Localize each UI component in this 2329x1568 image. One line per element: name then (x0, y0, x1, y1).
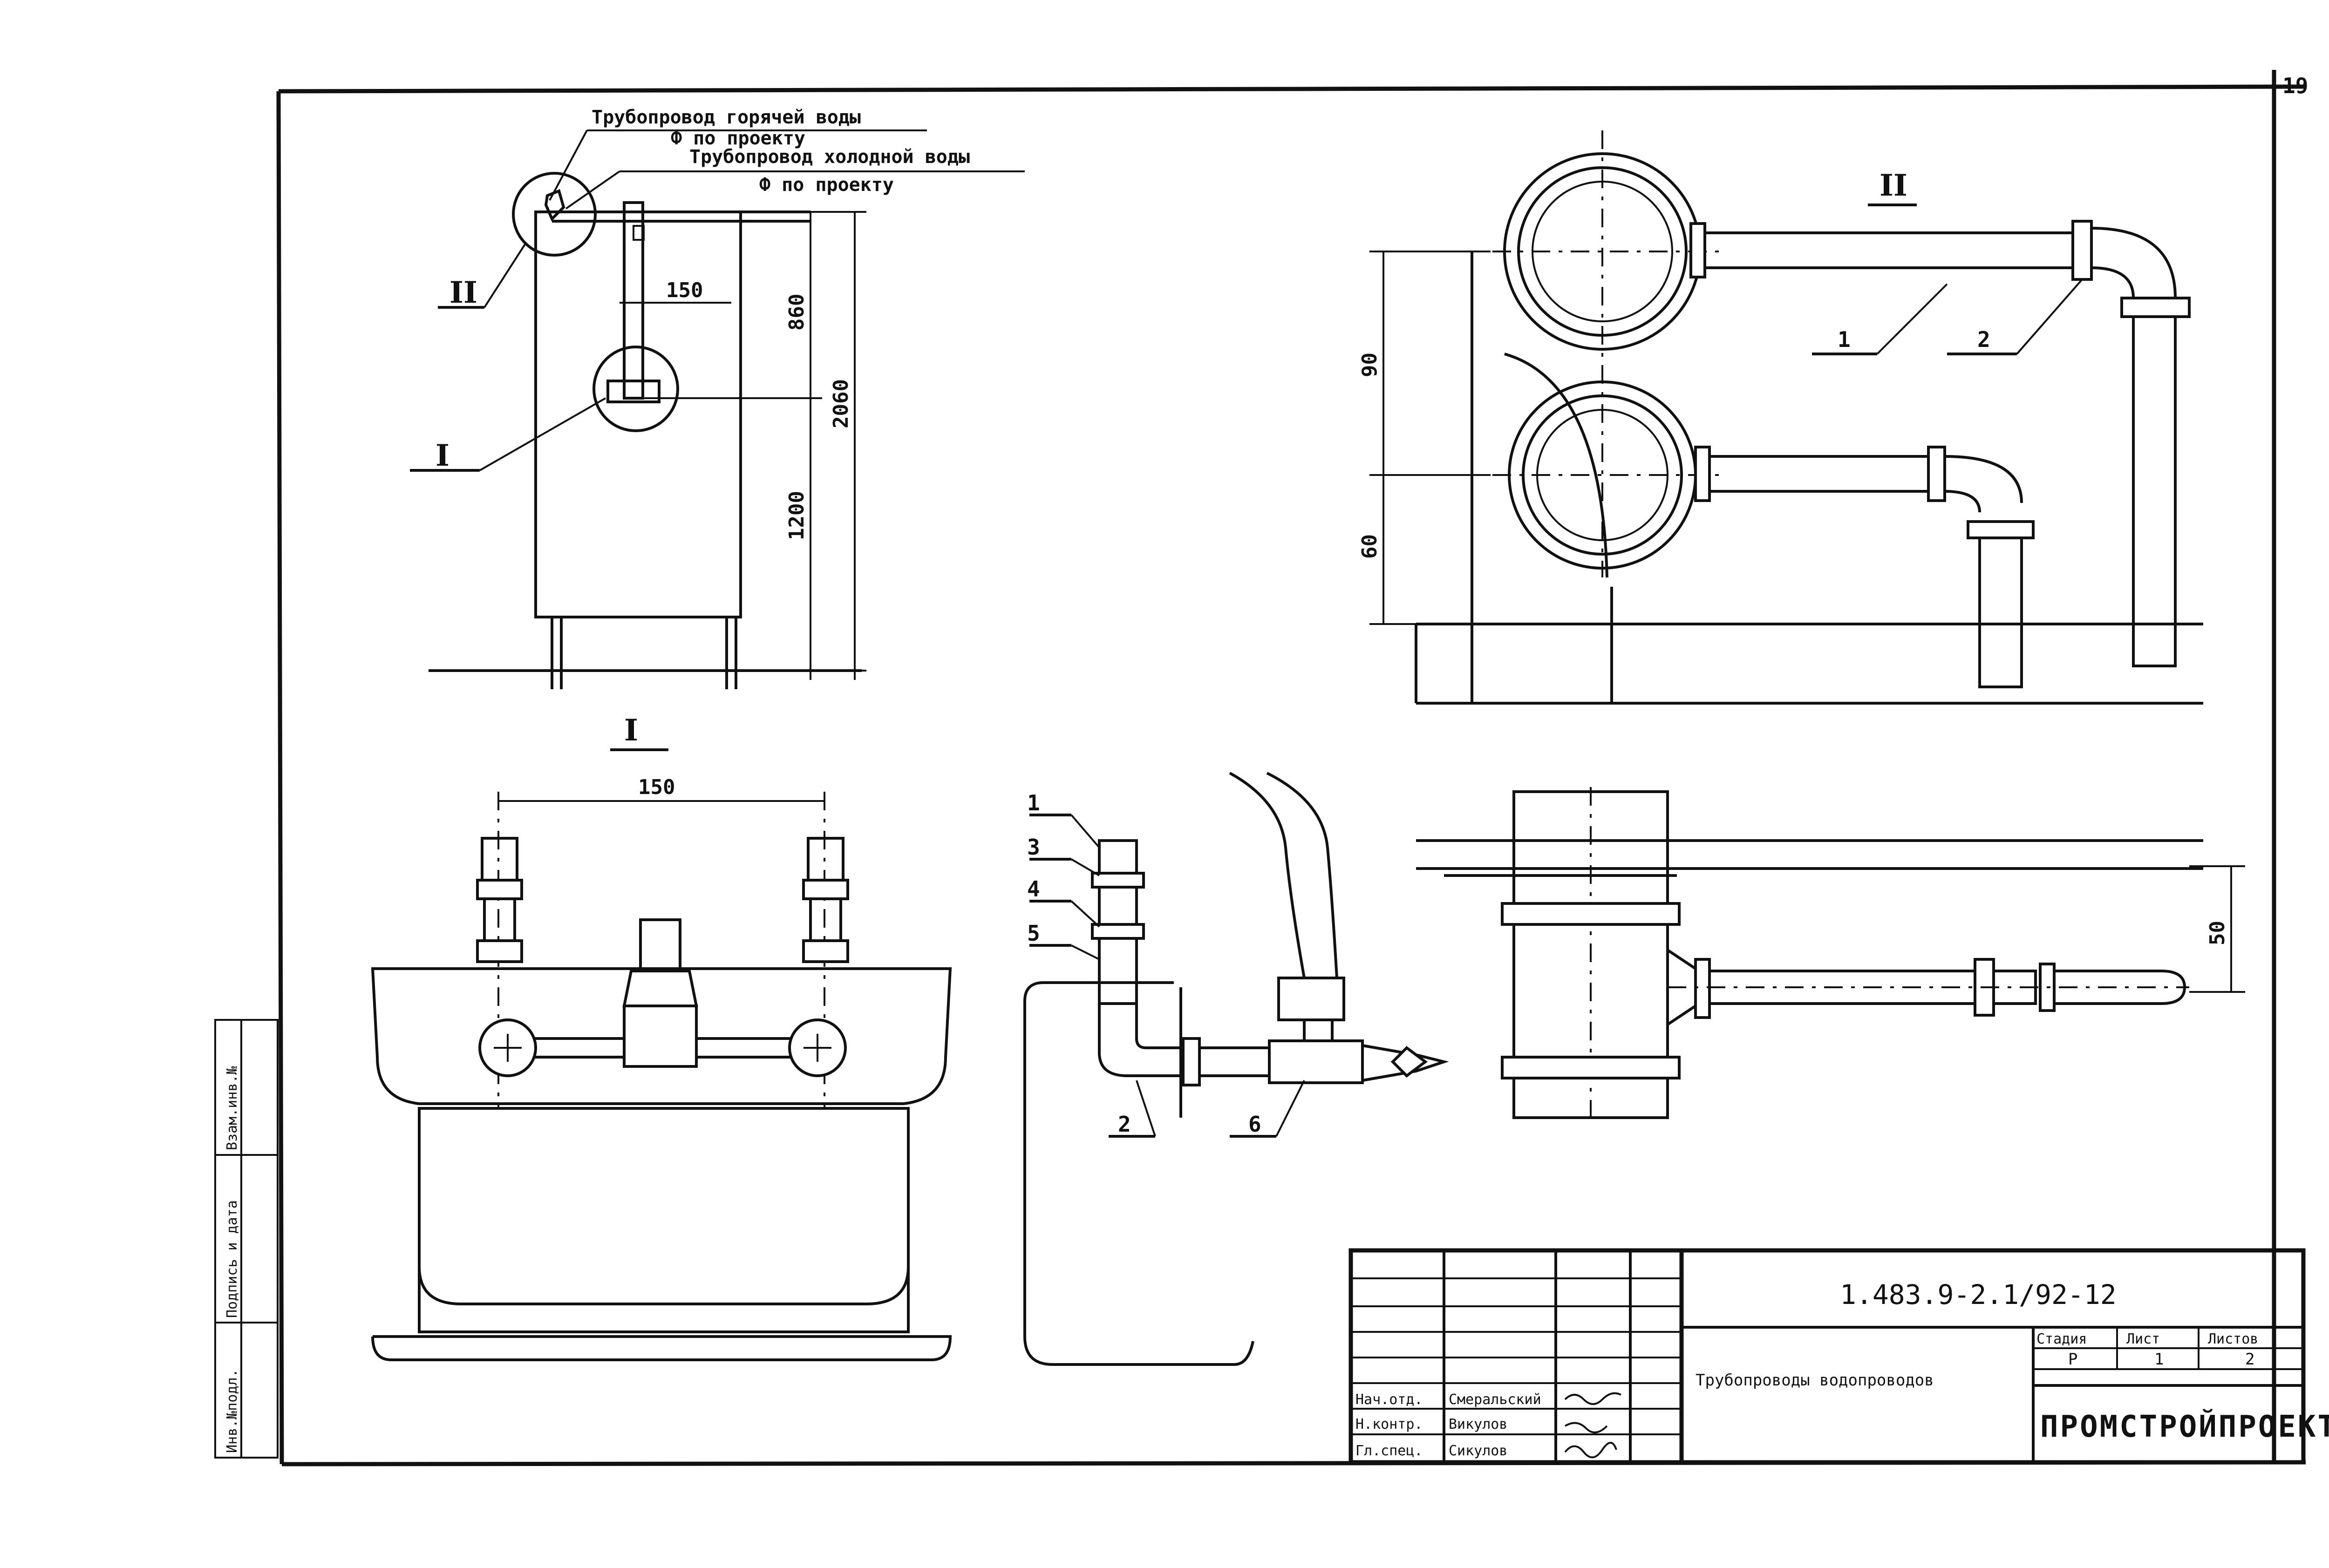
dim-1200: 1200 (785, 491, 809, 540)
cold-pipe-label: Трубопровод холодной воды (689, 146, 970, 168)
dim-860: 860 (785, 294, 809, 331)
stage-value: Р (2068, 1350, 2077, 1369)
callout-label-ii: II (449, 275, 477, 310)
detail-ii-pos-1: 1 (1838, 327, 1851, 352)
organization-name: ПРОМСТРОЙПРОЕКТ (2040, 1409, 2329, 1444)
dim-150-top: 150 (666, 278, 703, 302)
role-label: Гл.спец. (1355, 1443, 1423, 1459)
detail-ii (1369, 130, 2203, 705)
detail-i-washbasin (371, 748, 952, 1361)
stage-header: Стадия (2036, 1331, 2087, 1347)
fitting-pos-6: 6 (1248, 1112, 1261, 1137)
dim-150-detail-i: 150 (638, 775, 675, 799)
signature-marks (1564, 1392, 1621, 1459)
fitting-detail (1023, 772, 1449, 1366)
drawing-frame (276, 70, 2306, 1466)
sheets-header: Листов (2208, 1331, 2258, 1347)
detail-ii-title: II (1880, 168, 1907, 203)
dim-50: 50 (2206, 921, 2229, 945)
role-name: Смеральский (1449, 1392, 1541, 1408)
fitting-pos-5: 5 (1027, 921, 1040, 946)
dim-2060: 2060 (829, 379, 853, 428)
elevation-view (410, 129, 1025, 689)
callout-circle-i (592, 346, 679, 432)
fitting-pos-1: 1 (1027, 790, 1040, 815)
role-name: Сикулов (1449, 1443, 1507, 1459)
callout-label-i: I (436, 438, 449, 473)
document-code: 1.483.9-2.1/92-12 (1840, 1279, 2117, 1310)
role-name: Викулов (1449, 1416, 1507, 1432)
detail-ii-pos-2: 2 (1977, 327, 1990, 352)
stamp-signature-date: Подпись и дата (224, 1200, 240, 1318)
dim-60: 60 (1358, 534, 1382, 559)
plan-detail (1416, 787, 2245, 1127)
sheets-value: 2 (2245, 1350, 2254, 1369)
role-label: Нач.отд. (1355, 1392, 1423, 1408)
callout-circle-ii (512, 172, 597, 257)
sheet-value: 1 (2154, 1350, 2164, 1369)
dim-90: 90 (1358, 353, 1382, 377)
side-stamp: Инв.№подл. Подпись и дата Взам.инв.№ (214, 1019, 279, 1459)
document-description: Трубопроводы водопроводов (1696, 1371, 1934, 1390)
title-block (1348, 1248, 2306, 1465)
hot-pipe-diameter: Ф по проекту (671, 128, 805, 149)
sheet-header: Лист (2126, 1331, 2160, 1347)
sheet-number: 19 (2282, 73, 2308, 98)
stamp-inv-original: Инв.№подл. (224, 1369, 240, 1453)
stamp-replaces-inv: Взам.инв.№ (224, 1066, 240, 1150)
fitting-pos-2: 2 (1118, 1112, 1131, 1137)
fitting-pos-4: 4 (1027, 876, 1040, 902)
fitting-pos-3: 3 (1027, 835, 1040, 860)
role-label: Н.контр. (1355, 1416, 1423, 1432)
detail-i-title: I (624, 713, 638, 748)
hot-pipe-label: Трубопровод горячей воды (592, 107, 861, 128)
cold-pipe-diameter: Ф по проекту (759, 174, 894, 196)
